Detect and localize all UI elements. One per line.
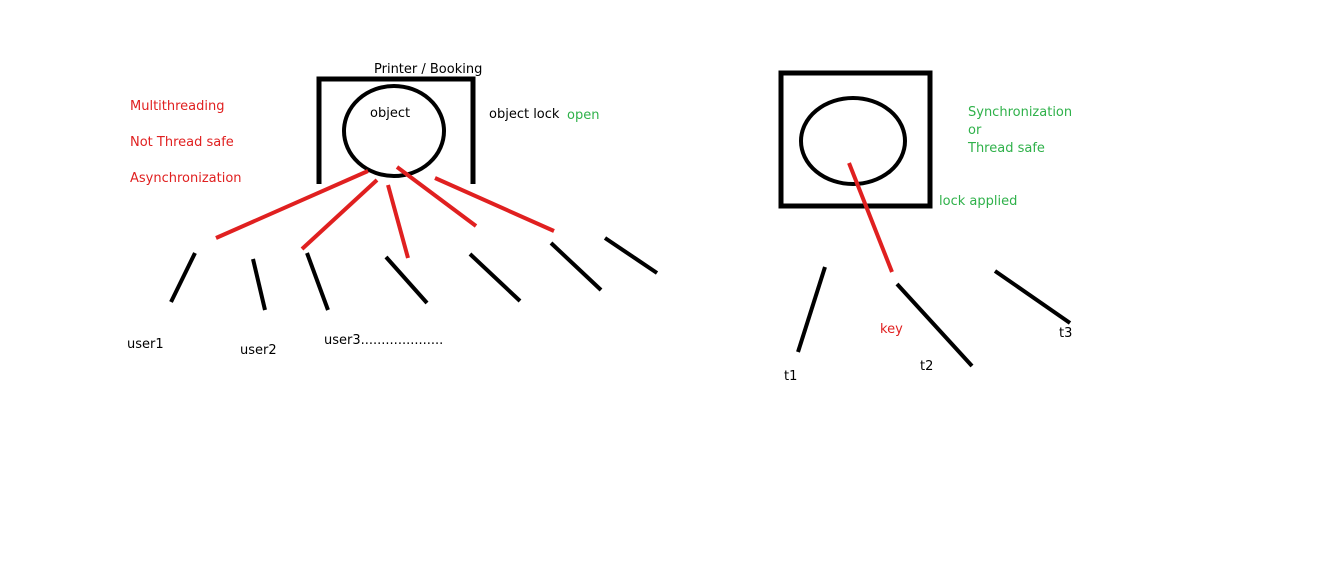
left-user-stroke-7 [603,236,659,275]
resource-label: Printer / Booking [374,62,483,77]
note-thread-safe: Thread safe [968,141,1045,156]
left-access-line-4 [395,165,478,228]
lock-applied-label: lock applied [939,194,1018,209]
right-object-circle [799,96,907,186]
left-user-stroke-5 [468,252,522,303]
right-thread-stroke-3 [993,269,1072,325]
right-thread-stroke-2 [895,282,974,368]
thread-label-t3: t3 [1059,326,1073,341]
note-synchronization: Synchronization [968,105,1073,120]
left-object-circle [342,84,446,178]
left-access-line-2 [300,178,379,251]
left-resource-box [316,76,476,184]
right-resource-box [778,70,933,209]
user-label-2: user2 [240,343,277,358]
note-asynchronization: Asynchronization [130,171,242,186]
left-user-stroke-3 [305,252,330,311]
left-user-stroke-1 [169,252,197,303]
right-key-line [847,162,894,273]
object-lock-label: object lock [489,107,560,122]
user-label-1: user1 [127,337,164,352]
note-or: or [968,123,982,138]
note-not-thread-safe: Not Thread safe [130,135,234,150]
left-access-line-3 [386,184,410,259]
object-label: object [370,106,411,121]
user-label-3: user3.................... [324,333,444,348]
lock-state-label: open [567,108,600,123]
left-user-stroke-6 [549,241,603,292]
left-access-line-5 [434,176,555,233]
left-user-stroke-4 [384,255,429,305]
thread-label-t1: t1 [784,369,798,384]
right-thread-stroke-1 [796,266,827,353]
thread-label-t2: t2 [920,359,934,374]
left-user-stroke-2 [251,258,267,311]
left-access-line-1 [215,169,369,240]
note-multithreading: Multithreading [130,99,225,114]
key-label: key [880,322,903,337]
